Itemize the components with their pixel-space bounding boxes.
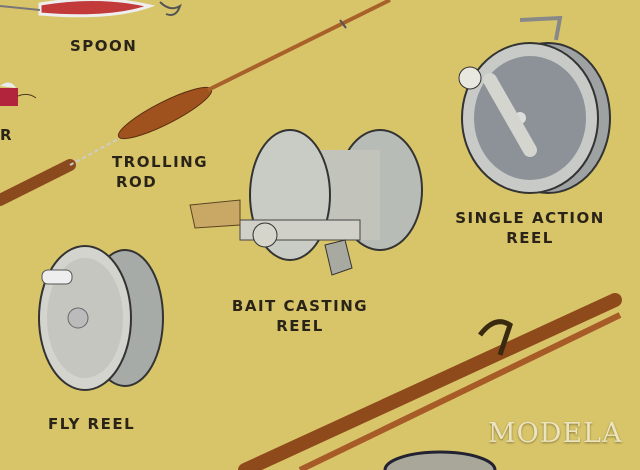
landing-net xyxy=(383,450,497,470)
watermark: MODELA xyxy=(488,418,623,449)
partial-lure xyxy=(0,82,37,106)
bait-casting-reel-label-line2: REEL xyxy=(276,317,324,335)
fly-reel-label: FLY REEL xyxy=(48,415,136,433)
single-action-reel-label-line1: SINGLE ACTION xyxy=(455,209,605,227)
trolling-rod-label: TROLLING ROD xyxy=(100,152,220,192)
bait-casting-reel xyxy=(189,129,423,276)
single-action-reel-label-line2: REEL xyxy=(506,229,554,247)
trolling-rod-label-line2: ROD xyxy=(116,173,158,191)
partial-label: R xyxy=(0,126,14,144)
bait-casting-reel-label: BAIT CASTING REEL xyxy=(215,296,385,336)
spoon-lure xyxy=(0,0,182,18)
fishing-rod-lower xyxy=(238,293,622,470)
trolling-rod xyxy=(0,0,391,206)
single-action-reel-label: SINGLE ACTION REEL xyxy=(440,208,620,248)
bait-casting-reel-label-line1: BAIT CASTING xyxy=(231,297,369,315)
trolling-rod-label-line1: TROLLING xyxy=(111,153,209,171)
fly-reel xyxy=(38,245,164,391)
spoon-label: SPOON xyxy=(70,37,138,55)
single-action-reel xyxy=(458,15,611,194)
